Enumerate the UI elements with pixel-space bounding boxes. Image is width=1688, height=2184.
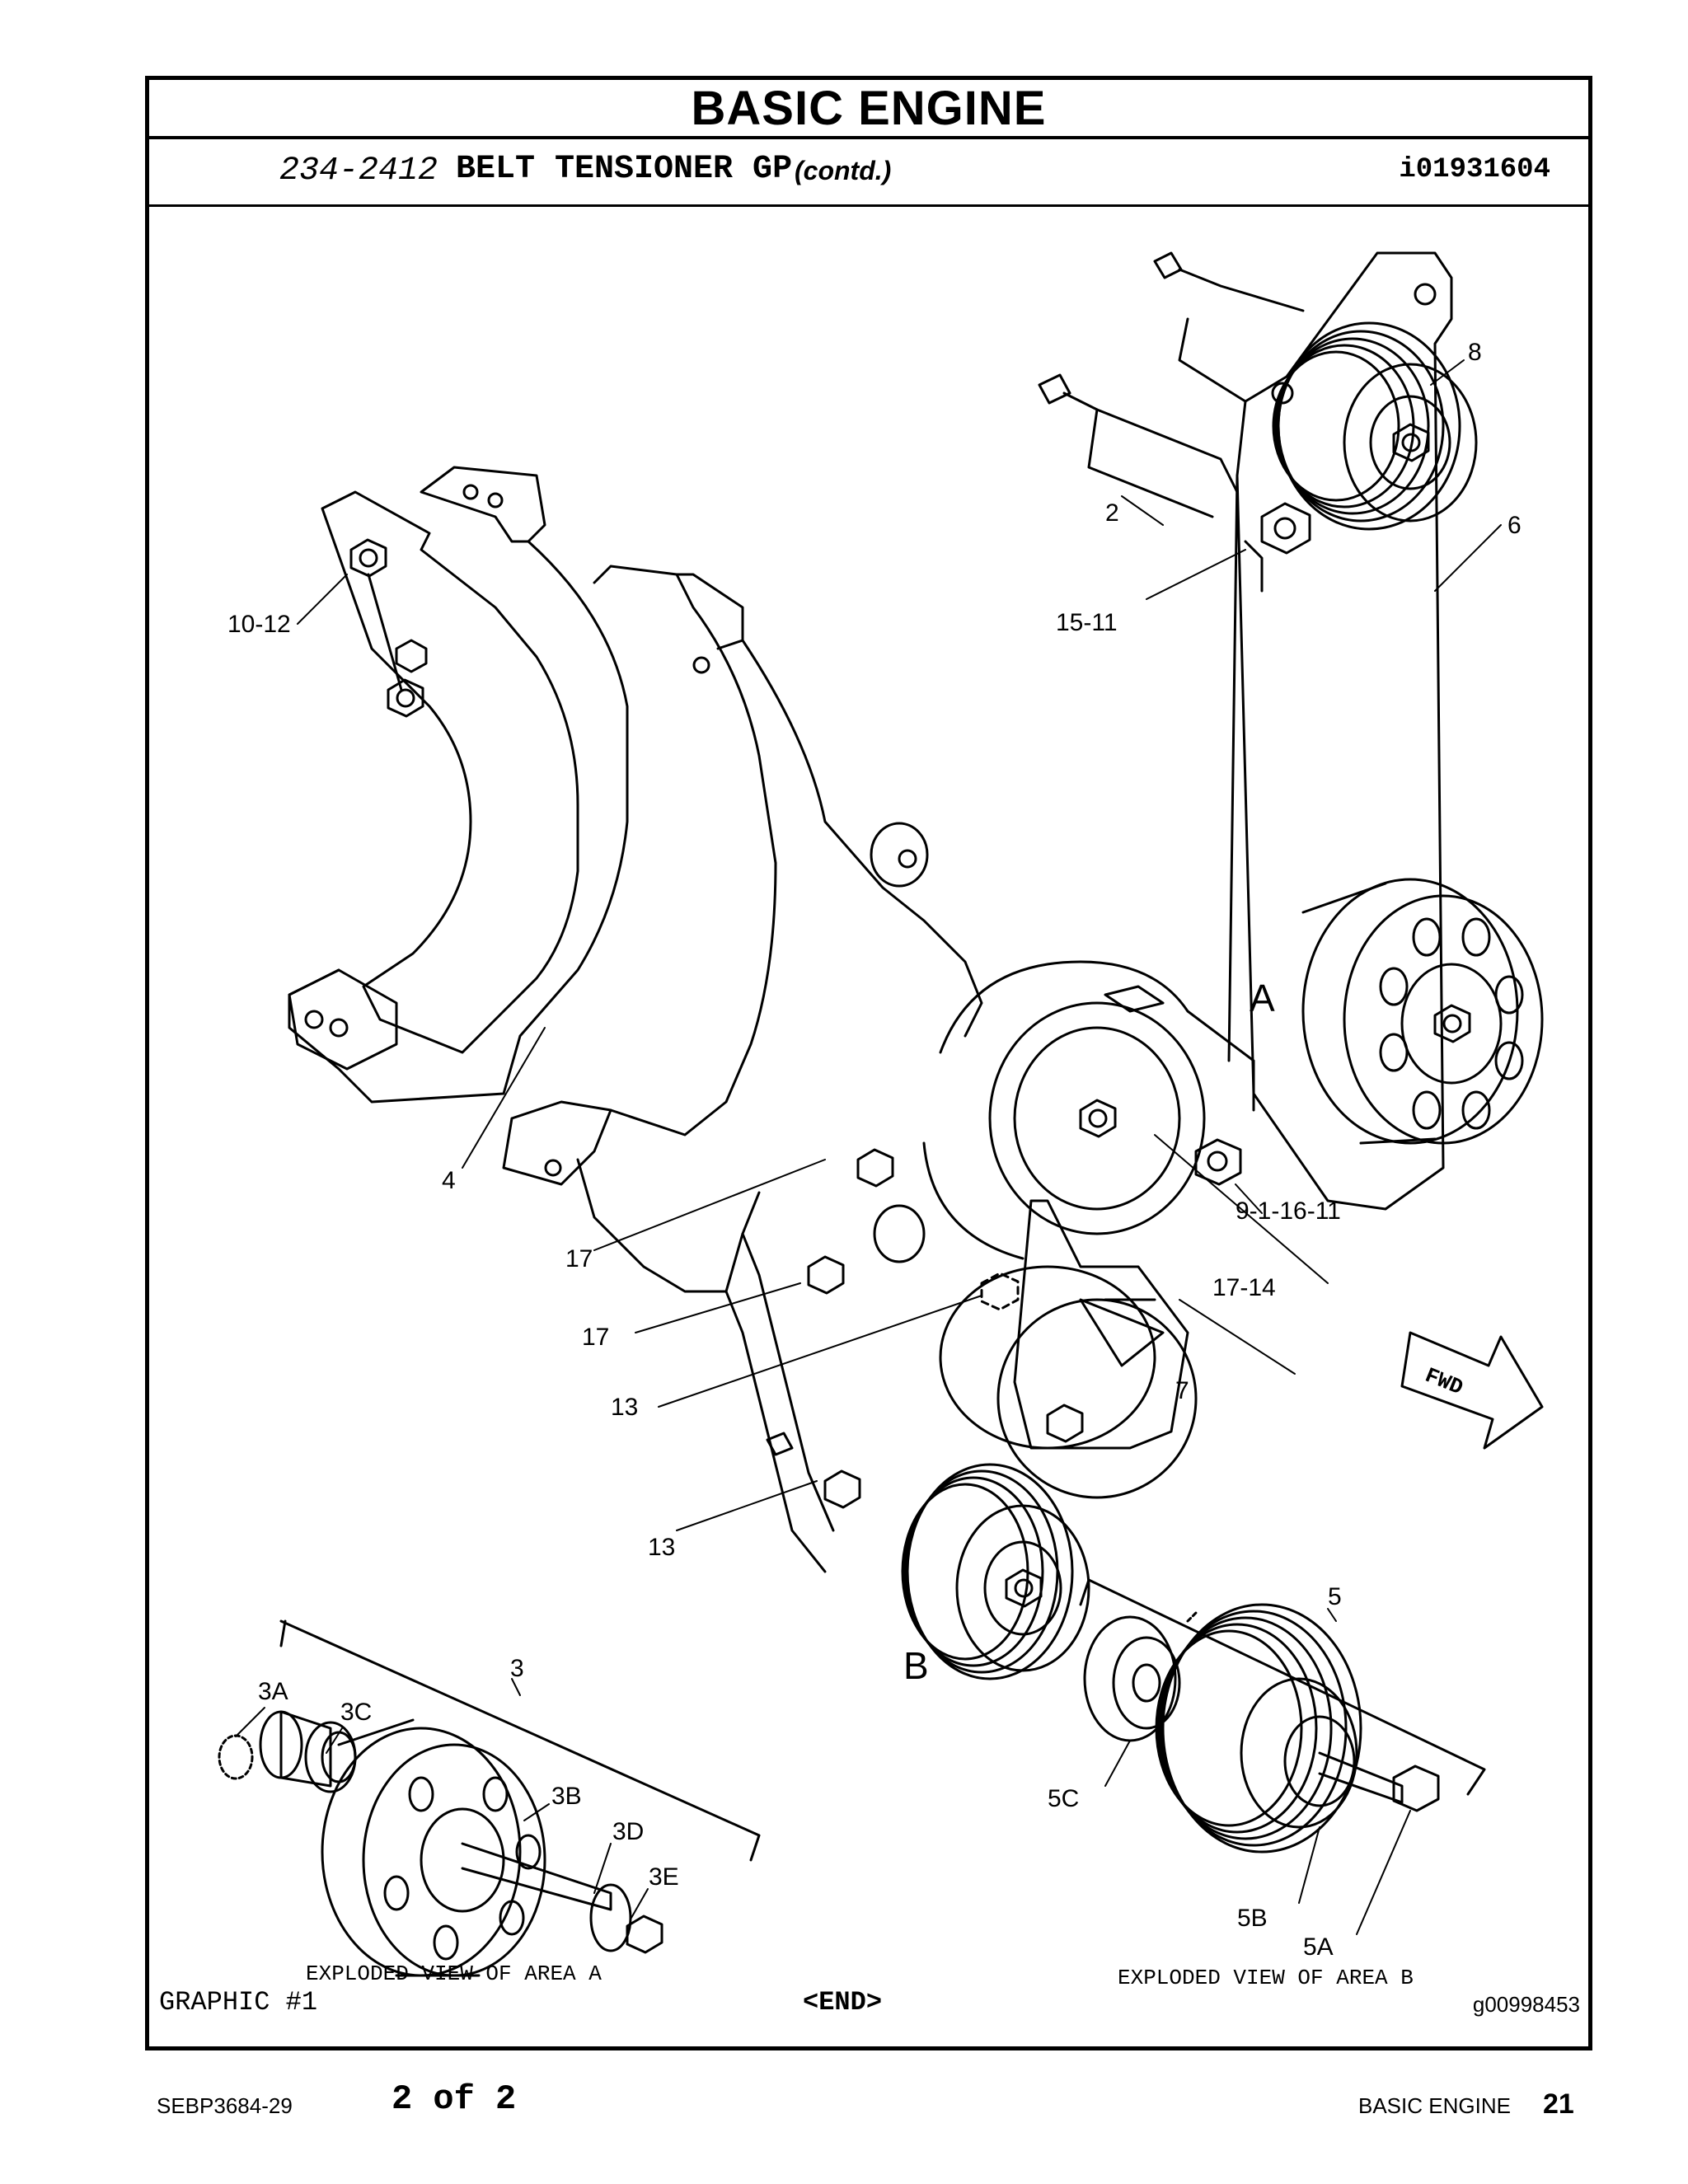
footer-section: BASIC ENGINE xyxy=(1358,2093,1511,2118)
callout-3e: 3E xyxy=(649,1863,679,1891)
callout-13-lower: 13 xyxy=(648,1534,675,1561)
callout-17-upper: 17 xyxy=(565,1245,593,1272)
callout-3b: 3B xyxy=(551,1783,582,1810)
tensioner-bolts xyxy=(766,1138,1242,1509)
exploded-view-b xyxy=(1079,1578,1486,1854)
graphic-id: g00998453 xyxy=(1472,1992,1580,2017)
mounting-bracket xyxy=(288,466,983,1573)
footer-page-of: 2 of 2 xyxy=(392,2079,517,2119)
title-row: BASIC ENGINE xyxy=(149,80,1588,139)
part-header-row: 234-2412 BELT TENSIONER GP (contd.) i019… xyxy=(149,139,1588,207)
page-frame: BASIC ENGINE 234-2412 BELT TENSIONER GP … xyxy=(145,76,1592,2050)
callout-5: 5 xyxy=(1328,1583,1342,1610)
callout-7: 7 xyxy=(1175,1377,1189,1404)
belt-tensioner-illustration: FWD xyxy=(218,251,1544,1990)
idler-plate xyxy=(1038,251,1453,1211)
end-label: <END> xyxy=(803,1987,883,2018)
callout-labels: 8 2 6 15-11 10-12 A 4 9-1-16-11 17 17-14… xyxy=(227,339,1522,1990)
callout-4: 4 xyxy=(442,1167,456,1194)
callout-15-11: 15-11 xyxy=(1056,609,1118,636)
graphic-label: GRAPHIC #1 xyxy=(159,1987,318,2018)
callout-10-12: 10-12 xyxy=(227,611,291,638)
callout-2: 2 xyxy=(1105,499,1119,527)
callout-leaders xyxy=(235,359,1502,1935)
idler-pulley-a xyxy=(1301,878,1544,1145)
callout-8: 8 xyxy=(1468,339,1482,366)
callout-17-14: 17-14 xyxy=(1212,1274,1276,1301)
callout-5b: 5B xyxy=(1237,1905,1268,1932)
callout-5c: 5C xyxy=(1048,1785,1079,1812)
part-number: 234-2412 xyxy=(279,152,438,190)
caption-area-a: EXPLODED VIEW OF AREA A xyxy=(306,1961,602,1986)
part-name: BELT TENSIONER GP xyxy=(456,151,793,188)
footer-doc-id: SEBP3684-29 xyxy=(157,2093,293,2118)
callout-3a: 3A xyxy=(258,1678,288,1705)
callout-13-upper: 13 xyxy=(611,1394,638,1421)
callout-3d: 3D xyxy=(612,1818,644,1845)
exploded-view-a xyxy=(218,1619,761,1977)
illustration-id: i01931604 xyxy=(1399,154,1550,185)
pulley-8 xyxy=(1272,321,1478,531)
callout-6: 6 xyxy=(1507,512,1522,539)
caption-area-b: EXPLODED VIEW OF AREA B xyxy=(1118,1966,1414,1990)
area-a-label: A xyxy=(1250,977,1275,1019)
callout-5a: 5A xyxy=(1303,1933,1334,1961)
belt-tensioner-7 xyxy=(922,960,1255,1499)
forward-arrow-icon: FWD xyxy=(1400,1331,1544,1450)
continued-label: (contd.) xyxy=(795,156,892,185)
callout-9-1-16-11: 9-1-16-11 xyxy=(1236,1197,1341,1225)
pulley-b xyxy=(901,1463,1090,1680)
callout-17-lower: 17 xyxy=(582,1324,609,1351)
page-title: BASIC ENGINE xyxy=(691,81,1047,135)
footer-page-number: 21 xyxy=(1543,2088,1574,2120)
area-b-label: B xyxy=(903,1644,929,1687)
callout-3c: 3C xyxy=(340,1699,372,1726)
callout-3: 3 xyxy=(510,1655,524,1682)
